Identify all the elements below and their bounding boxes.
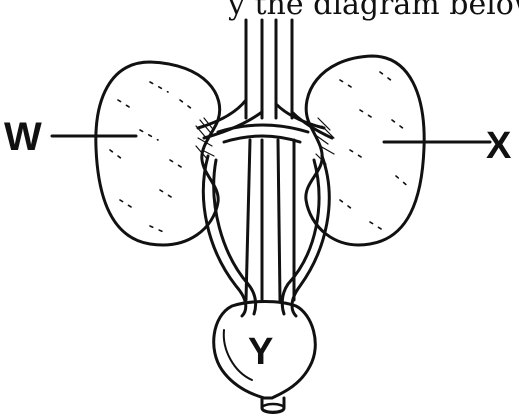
label-y: Y [248,331,273,373]
main-blood-vessels [246,20,294,300]
label-w-text: W [4,115,42,159]
right-kidney [306,56,424,245]
label-x: X [384,125,512,167]
label-x-text: X [486,125,512,167]
left-kidney [96,62,220,245]
label-y-text: Y [248,331,273,373]
diagram-caption: y the diagram below: [227,0,519,22]
label-w: W [4,115,136,159]
